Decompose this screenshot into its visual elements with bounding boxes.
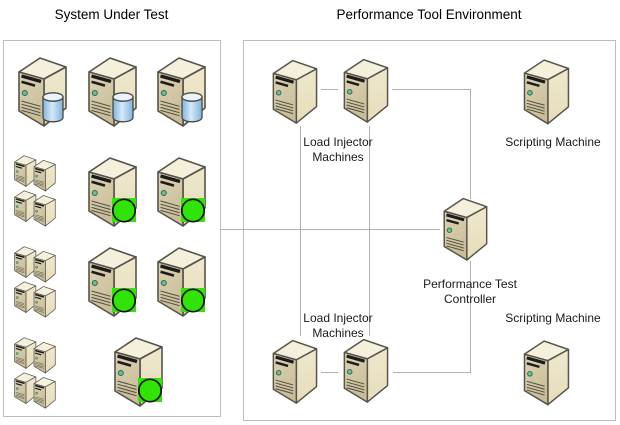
controller-label-line1: Performance Test xyxy=(423,277,517,291)
server-database-icon xyxy=(81,52,143,128)
load-injector-server-icon xyxy=(266,335,323,405)
connector-injector-column-left xyxy=(300,126,301,336)
server-cluster-icon xyxy=(11,241,59,319)
connector-bottom-injector-to-riser xyxy=(393,372,471,373)
controller-label-line2: Controller xyxy=(443,292,497,306)
connector-injector-column-right xyxy=(369,126,370,336)
performance-test-controller-label: Performance Test Controller xyxy=(409,277,531,307)
load-injector-top-label: Load Injector Machines xyxy=(303,135,373,164)
server-online-icon xyxy=(150,152,212,228)
server-online-icon xyxy=(150,242,212,318)
load-injector-server-icon xyxy=(337,54,394,124)
connector-top-injectors xyxy=(321,89,338,90)
server-database-icon xyxy=(150,52,212,128)
scripting-machine-icon xyxy=(517,335,575,407)
connector-top-injector-to-riser xyxy=(392,89,471,90)
sut-panel xyxy=(3,40,221,417)
server-online-icon xyxy=(81,152,143,228)
connector-controller-to-bottom xyxy=(470,261,471,373)
pte-title: Performance Tool Environment xyxy=(336,7,522,22)
server-online-icon xyxy=(81,242,143,318)
server-database-icon xyxy=(11,52,73,128)
connector-bottom-injectors xyxy=(321,372,338,373)
connector-riser-to-controller-top xyxy=(470,89,471,199)
connector-sut-to-controller xyxy=(220,229,440,230)
sut-title: System Under Test xyxy=(54,7,169,22)
scripting-machine-bottom-label: Scripting Machine xyxy=(505,311,601,325)
load-injector-bottom-label: Load Injector Machines xyxy=(303,311,373,340)
server-cluster-icon xyxy=(11,332,59,410)
pte-panel xyxy=(243,40,616,421)
load-injector-server-icon xyxy=(337,334,394,404)
server-online-icon xyxy=(107,332,169,408)
server-cluster-icon xyxy=(11,150,59,228)
scripting-machine-top-label: Scripting Machine xyxy=(505,135,601,149)
load-injector-server-icon xyxy=(266,55,323,125)
performance-test-controller-icon xyxy=(437,193,493,262)
scripting-machine-icon xyxy=(517,54,575,126)
